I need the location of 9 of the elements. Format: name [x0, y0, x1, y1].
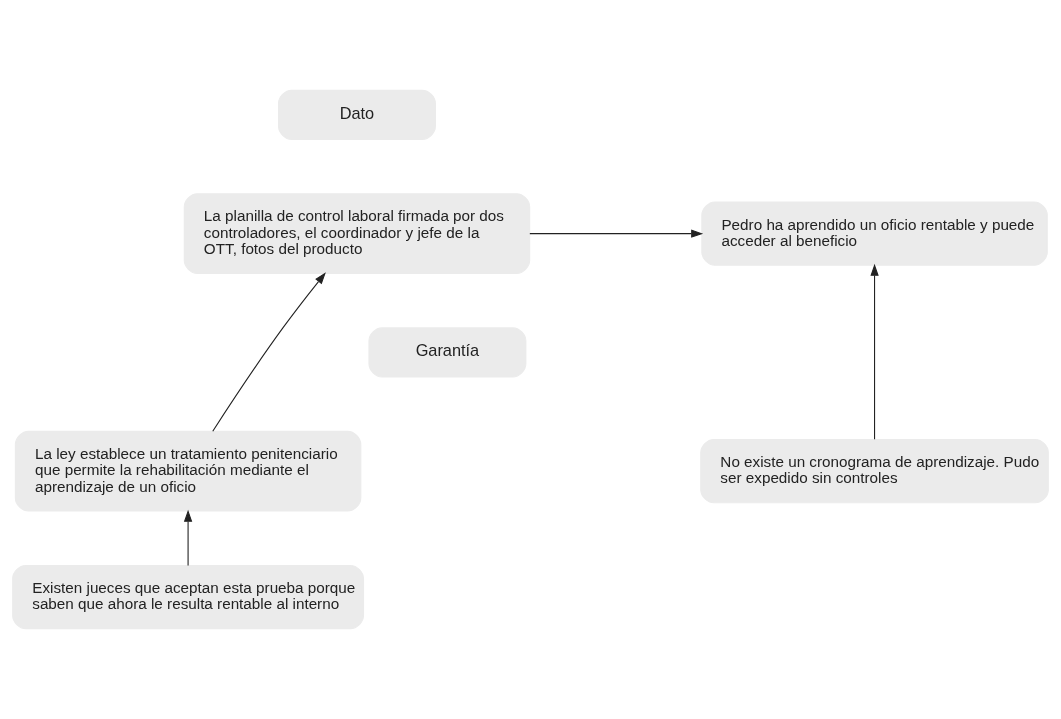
arrow — [529, 229, 704, 238]
arrow — [183, 509, 193, 566]
arrow — [212, 272, 326, 432]
node-box: Pedro ha aprendido un oficio rentable y puede acceder al beneficio — [701, 201, 1048, 266]
node-box: Existen jueces que aceptan esta prueba porque saben que ahora le resulta rentable al interno — [12, 564, 365, 630]
node-box: La ley establece un tratamiento penitenciario que permite la rehabilitación mediante el aprendizaje de un oficio — [14, 430, 362, 512]
node-box: No existe un cronograma de aprendizaje. Pudo ser expedido sin controles — [700, 439, 1049, 504]
arrow — [870, 263, 879, 440]
node-box: La planilla de control laboral firmada por dos controladores, el coordinador y jefe de la OTT, fotos del producto — [183, 193, 531, 274]
